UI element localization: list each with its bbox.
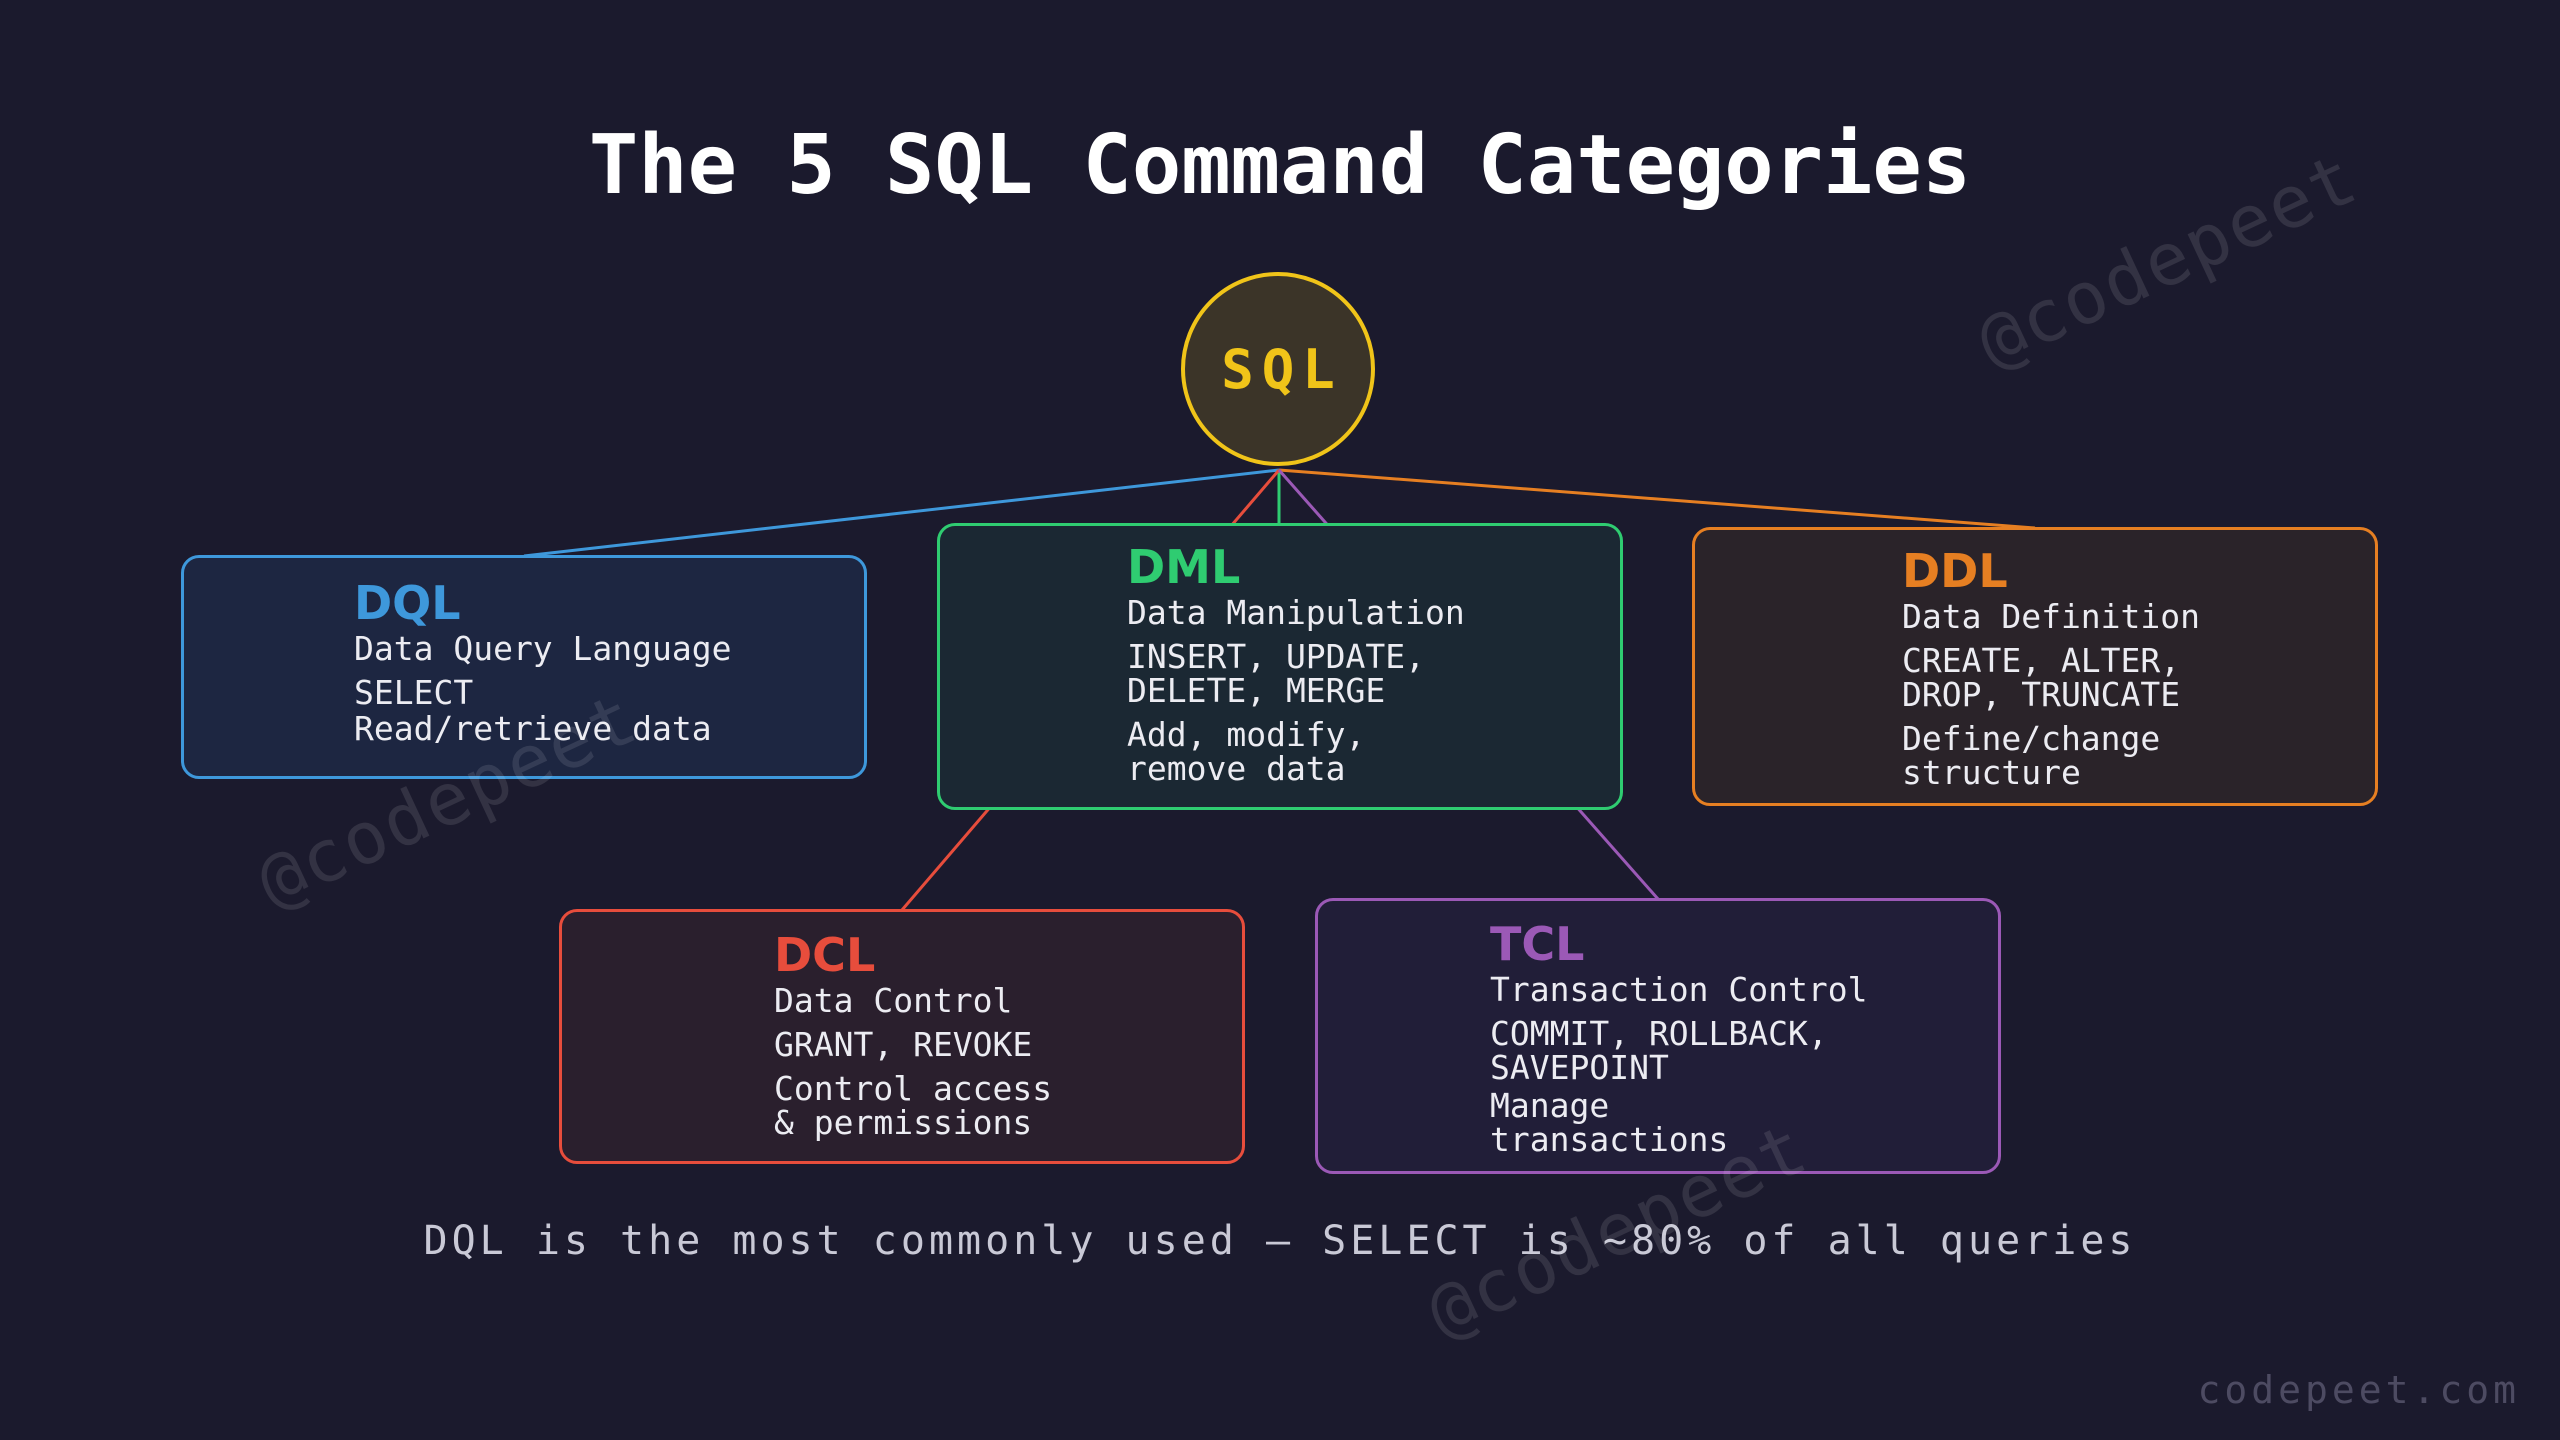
category-abbr: DQL: [354, 576, 461, 630]
category-name: Transaction Control: [1490, 970, 1868, 1009]
category-commands: INSERT, UPDATE, DELETE, MERGE: [1127, 637, 1426, 710]
category-abbr: TCL: [1490, 917, 1585, 971]
category-commands: SELECT: [354, 673, 474, 712]
category-abbr: DDL: [1902, 544, 2008, 598]
category-abbr: DML: [1127, 540, 1241, 594]
connector-ddl: [1278, 468, 2036, 530]
footer-note: DQL is the most commonly used — SELECT i…: [423, 1218, 2137, 1264]
page-title: The 5 SQL Command Categories: [588, 118, 1972, 213]
category-abbr: DCL: [774, 928, 876, 982]
category-name: Data Manipulation: [1127, 593, 1465, 632]
category-card-dql: DQL Data Query Language SELECT Read/retr…: [181, 555, 867, 779]
hub-label: SQL: [1221, 337, 1343, 401]
category-description: Manage transactions: [1490, 1086, 1729, 1159]
category-description: Control access & permissions: [774, 1069, 1053, 1142]
category-card-ddl: DDL Data Definition CREATE, ALTER, DROP,…: [1692, 527, 2378, 806]
category-name: Data Definition: [1902, 597, 2201, 636]
category-description: Add, modify, remove data: [1127, 715, 1366, 788]
category-name: Data Query Language: [354, 629, 732, 668]
category-card-tcl: TCL Transaction Control COMMIT, ROLLBACK…: [1315, 898, 2001, 1174]
site-credit: codepeet.com: [2197, 1368, 2520, 1412]
category-name: Data Control: [774, 981, 1013, 1020]
category-commands: GRANT, REVOKE: [774, 1025, 1033, 1064]
category-commands: COMMIT, ROLLBACK, SAVEPOINT: [1490, 1014, 1828, 1087]
category-description: Define/change structure: [1902, 719, 2161, 792]
category-description: Read/retrieve data: [354, 709, 712, 748]
category-commands: CREATE, ALTER, DROP, TRUNCATE: [1902, 641, 2181, 714]
category-card-dml: DML Data Manipulation INSERT, UPDATE, DE…: [937, 523, 1623, 810]
category-card-dcl: DCL Data Control GRANT, REVOKE Control a…: [559, 909, 1245, 1164]
sql-hub-circle: SQL: [1181, 272, 1375, 466]
